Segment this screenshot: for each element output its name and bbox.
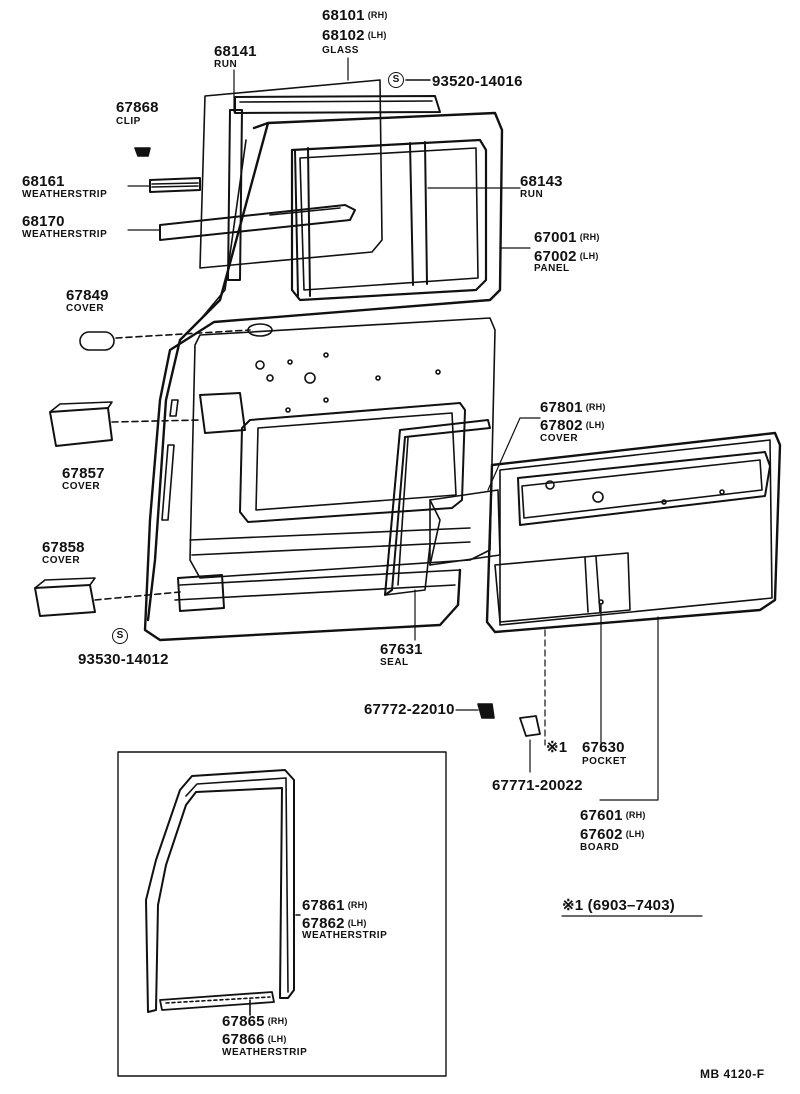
label-run-68141: RUN [214,59,238,70]
label-cover-67801: COVER [540,433,579,444]
run-channel-68141 [227,109,243,281]
label-67849: 67849 [66,287,109,304]
label-cover-67849: COVER [66,303,105,314]
label-93530: 93530-14012 [78,651,169,668]
cover-67857 [49,401,201,447]
label-67861: 67861(RH) [302,897,368,914]
label-67001: 67001(RH) [534,229,600,246]
label-clip: CLIP [116,116,141,127]
label-cover-67857: COVER [62,481,101,492]
label-67868: 67868 [116,99,159,116]
label-glass: GLASS [322,45,359,56]
glass-68101 [199,79,383,269]
weatherstrip-68170 [159,204,356,241]
label-67630: 67630 [582,739,625,756]
s-mark-93520: S [388,72,404,88]
door-panel-67001 [143,111,504,642]
label-67858: 67858 [42,539,85,556]
s-mark-93530: S [112,628,128,644]
applicability-note: ※1 (6903–7403) [562,897,675,914]
label-67862: 67862(LH) [302,915,367,932]
label-board: BOARD [580,842,620,853]
weatherstrip-68161 [149,177,201,193]
label-68141: 68141 [214,43,257,60]
label-67631: 67631 [380,641,423,658]
label-67602: 67602(LH) [580,826,645,843]
board-67601 [485,431,782,634]
label-67801: 67801(RH) [540,399,606,416]
leader-lines [127,57,659,801]
label-67802: 67802(LH) [540,417,605,434]
label-68102: 68102(LH) [322,27,387,44]
cover-67849 [79,329,251,351]
label-68170: 68170 [22,213,65,230]
label-cover-67858: COVER [42,555,81,566]
label-seal: SEAL [380,657,409,668]
inset-box [117,751,447,1077]
bolt-67772 [477,703,495,719]
label-kome-1: ※1 [546,739,568,756]
label-68101: 68101(RH) [322,7,388,24]
label-68161: 68161 [22,173,65,190]
label-weatherstrip-68170: WEATHERSTRIP [22,229,108,240]
label-weatherstrip-67861: WEATHERSTRIP [302,930,388,941]
label-67002: 67002(LH) [534,248,599,265]
clip-67868 [134,147,151,157]
label-93520: 93520-14016 [432,73,523,90]
glass-upper-run [234,95,441,114]
label-run-68143: RUN [520,189,544,200]
label-67601: 67601(RH) [580,807,646,824]
label-weatherstrip-67865: WEATHERSTRIP [222,1047,308,1058]
seal-67631 [384,419,491,596]
cover-67858 [34,577,181,617]
label-67866: 67866(LH) [222,1031,287,1048]
label-68143: 68143 [520,173,563,190]
label-pocket: POCKET [582,756,627,767]
label-67857: 67857 [62,465,105,482]
label-67772: 67772-22010 [364,701,455,718]
label-67865: 67865(RH) [222,1013,288,1030]
label-67771: 67771-20022 [492,777,583,794]
bolt-67771 [519,715,541,737]
label-weatherstrip-68161: WEATHERSTRIP [22,189,108,200]
label-panel: PANEL [534,263,570,274]
footer-code: MB 4120-F [700,1067,765,1081]
